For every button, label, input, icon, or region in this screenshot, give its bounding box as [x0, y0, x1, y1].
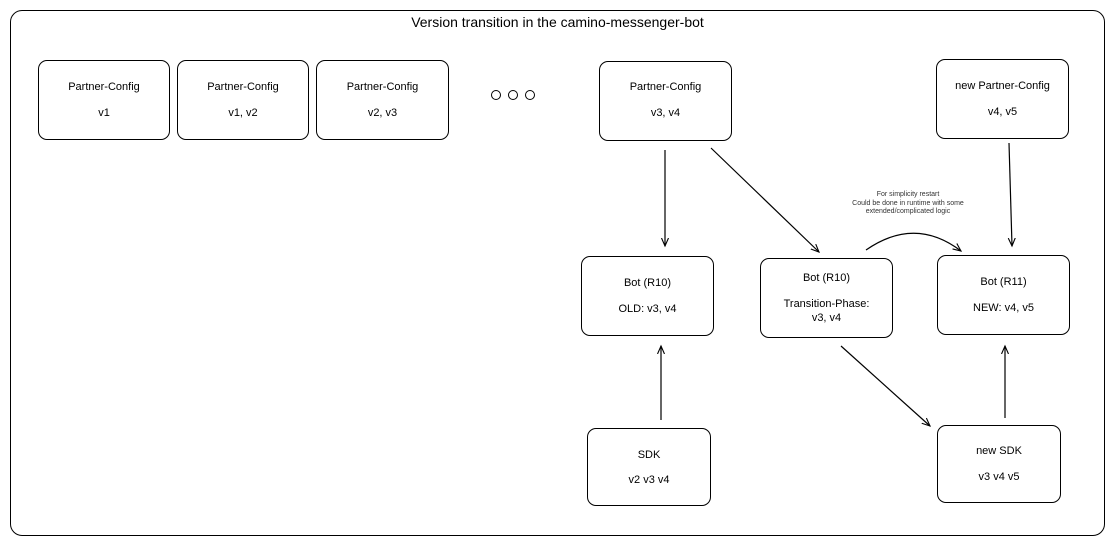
- box-label: new SDK: [976, 445, 1022, 457]
- box-label: Partner-Config: [346, 81, 419, 93]
- box-versions: v2 v3 v4: [628, 474, 670, 486]
- box-label: Partner-Config: [629, 81, 702, 93]
- diagram-frame: [10, 10, 1105, 536]
- box-label: Bot (R10): [623, 277, 672, 289]
- box-phase: Transition-Phase:: [783, 298, 870, 310]
- box-versions: v2, v3: [367, 107, 398, 119]
- box-versions: v1, v2: [228, 107, 258, 119]
- box-versions: v3, v4: [650, 107, 681, 119]
- new-partner-config[interactable]: new Partner-Config v4, v5: [936, 59, 1069, 139]
- note-line: For simplicity restart: [876, 191, 940, 198]
- ellipsis-dot: [508, 90, 518, 100]
- box-versions: v4, v5: [987, 106, 1018, 118]
- bot-r11-new[interactable]: Bot (R11) NEW: v4, v5: [937, 255, 1070, 335]
- box-versions: NEW: v4, v5: [973, 302, 1034, 314]
- box-versions: v3, v4: [811, 312, 842, 324]
- note-line: Could be done in runtime with some: [852, 199, 964, 207]
- box-versions: v1: [98, 107, 110, 119]
- note-line: extended/complicated logic: [865, 208, 951, 215]
- new-sdk-box[interactable]: new SDK v3 v4 v5: [937, 425, 1061, 503]
- partner-config-v1[interactable]: Partner-Config v1: [38, 60, 170, 140]
- partner-config-v2-v3[interactable]: Partner-Config v2, v3: [316, 60, 449, 140]
- ellipsis-dot: [491, 90, 501, 100]
- box-label: Partner-Config: [68, 81, 140, 93]
- ellipsis-dots: [487, 90, 539, 104]
- bot-r10-transition[interactable]: Bot (R10) Transition-Phase: v3, v4: [760, 258, 893, 338]
- box-label: Bot (R11): [980, 276, 1027, 288]
- box-label: SDK: [637, 449, 661, 461]
- box-label: Bot (R10): [802, 272, 851, 284]
- ellipsis-dot: [525, 90, 535, 100]
- partner-config-v1-v2[interactable]: Partner-Config v1, v2: [177, 60, 309, 140]
- sdk-box[interactable]: SDK v2 v3 v4: [587, 428, 711, 506]
- box-label: new Partner-Config: [955, 80, 1050, 92]
- box-versions: v3 v4 v5: [978, 471, 1020, 483]
- partner-config-v3-v4[interactable]: Partner-Config v3, v4: [599, 61, 732, 141]
- diagram-title: Version transition in the camino-messeng…: [411, 14, 704, 30]
- bot-r10-old[interactable]: Bot (R10) OLD: v3, v4: [581, 256, 714, 336]
- box-label: Partner-Config: [207, 81, 279, 93]
- box-versions: OLD: v3, v4: [618, 303, 677, 315]
- restart-note: For simplicity restart Could be done in …: [818, 191, 998, 217]
